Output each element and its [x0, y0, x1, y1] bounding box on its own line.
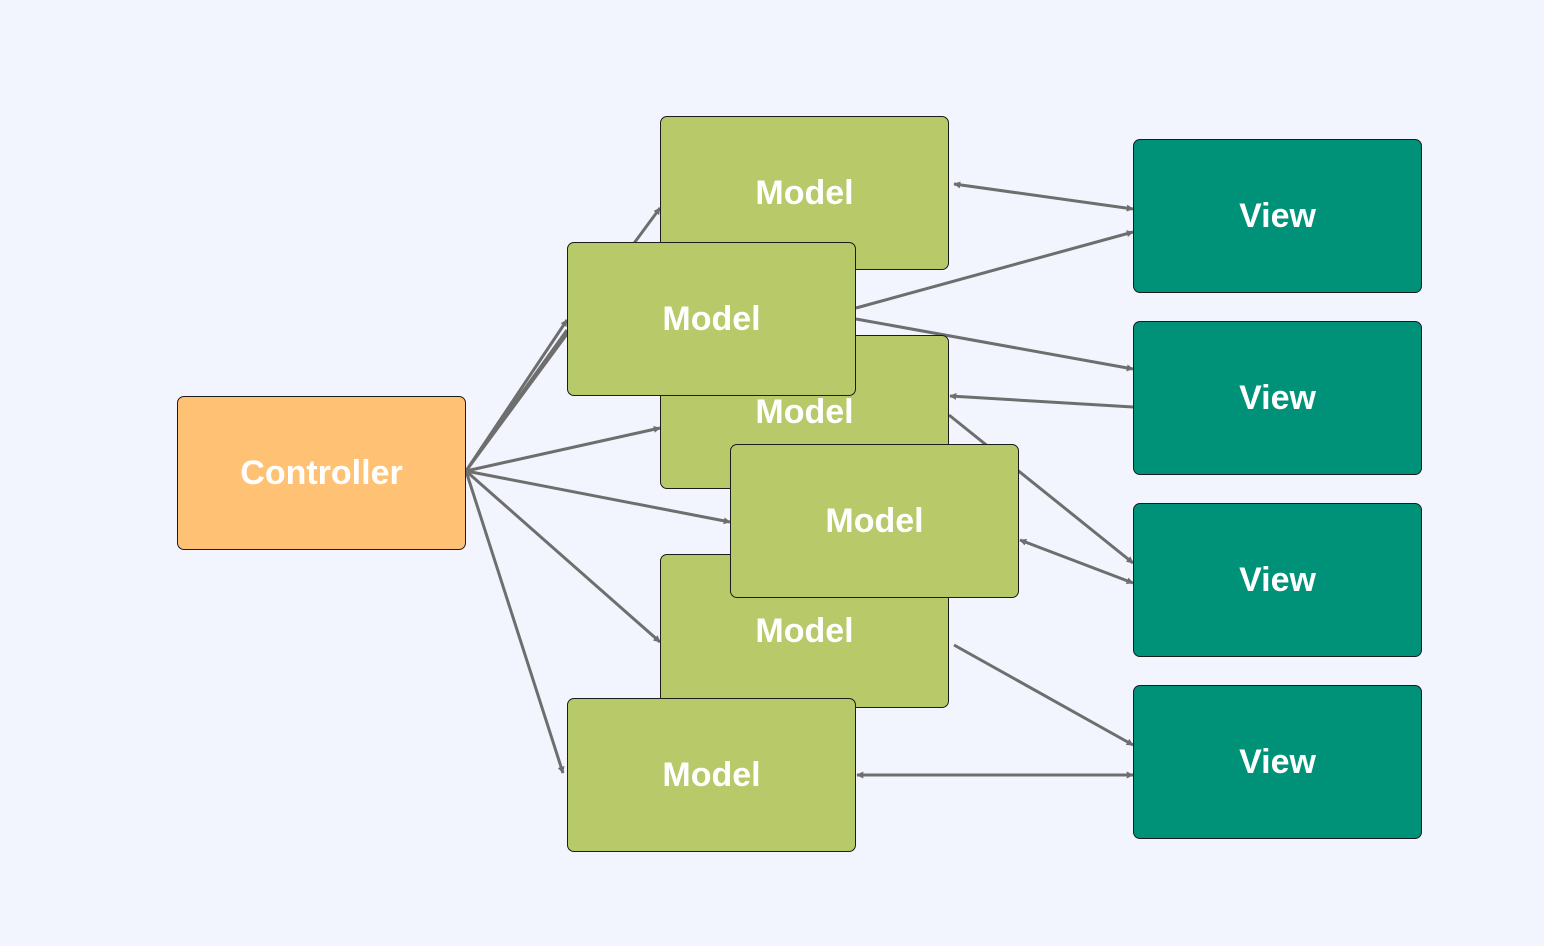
view-node-1[interactable]: View [1133, 139, 1422, 293]
connector-controller-model-3 [465, 425, 661, 473]
model-node-6[interactable]: Model [567, 698, 856, 852]
model-label: Model [825, 501, 924, 540]
view-node-4[interactable]: View [1133, 685, 1422, 839]
connector-controller-model-2b [464, 329, 569, 472]
model-label: Model [755, 173, 854, 212]
connector-model-1-view-1 [953, 181, 1134, 212]
model-label: Model [662, 755, 761, 794]
model-node-4[interactable]: Model [730, 444, 1019, 598]
connector-view-2-model-3 [949, 392, 1134, 409]
model-label: Model [755, 611, 854, 650]
model-label: Model [755, 392, 854, 431]
view-label: View [1239, 560, 1316, 599]
view-node-2[interactable]: View [1133, 321, 1422, 475]
connector-model-2-view-1 [855, 230, 1134, 310]
connector-model-5-view-4 [953, 643, 1134, 747]
controller-label: Controller [240, 453, 403, 492]
connector-controller-model-5 [465, 469, 661, 644]
connector-model-3-view-3 [948, 413, 1134, 565]
view-node-3[interactable]: View [1133, 503, 1422, 657]
view-label: View [1239, 742, 1316, 781]
connector-model-2-view-2 [855, 317, 1134, 372]
connector-controller-model-6 [464, 470, 565, 774]
model-node-2[interactable]: Model [567, 242, 856, 396]
connector-model-4-view-3 [1019, 538, 1134, 585]
controller-node[interactable]: Controller [177, 396, 466, 550]
view-label: View [1239, 378, 1316, 417]
view-label: View [1239, 196, 1316, 235]
connector-controller-model-4 [465, 469, 731, 525]
model-label: Model [662, 299, 761, 338]
